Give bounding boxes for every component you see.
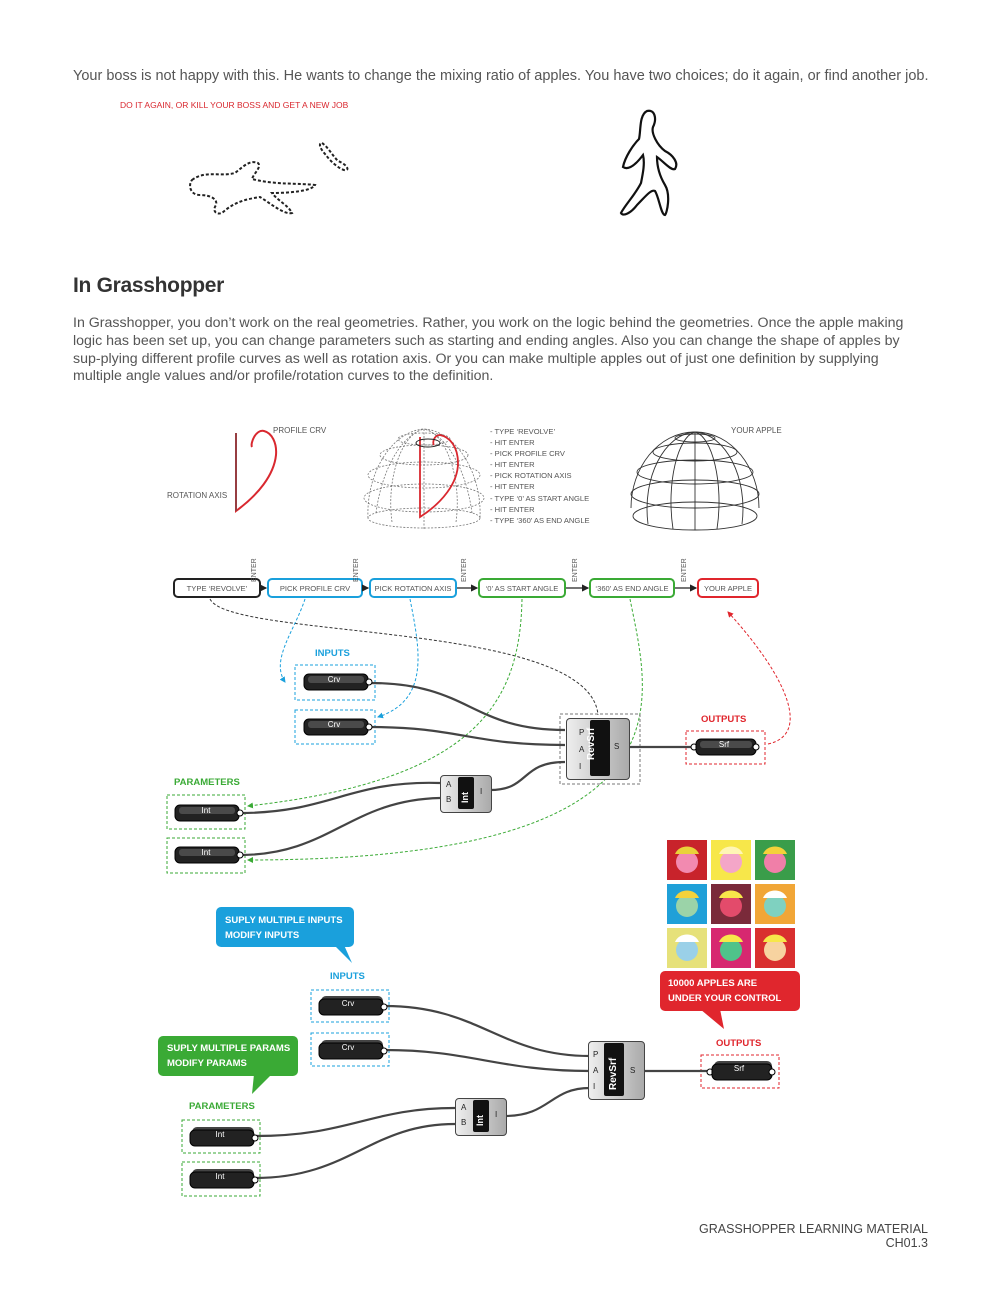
srf-param-label: Srf bbox=[718, 740, 730, 749]
revsrf-inputs: P A I bbox=[593, 1047, 598, 1095]
port-a[interactable]: A bbox=[446, 780, 452, 789]
step-line: - TYPE ‘360’ AS END ANGLE bbox=[490, 515, 590, 525]
rotation-axis-label: ROTATION AXIS bbox=[167, 491, 228, 500]
int-inputs: A B bbox=[461, 1100, 466, 1130]
inputs-label: INPUTS bbox=[315, 648, 350, 659]
body-outline-illustration bbox=[189, 141, 349, 215]
int-inputs: A B bbox=[446, 777, 451, 807]
flow-box-end-angle: ‘360’ AS END ANGLE bbox=[589, 578, 675, 598]
profile-curve-drawing bbox=[235, 429, 278, 513]
port-p[interactable]: P bbox=[579, 728, 585, 737]
inputs-label-2: INPUTS bbox=[330, 971, 365, 982]
int-param-component[interactable] bbox=[174, 846, 244, 866]
srf-param-label: Srf bbox=[733, 1064, 745, 1073]
bubble-line: MODIFY INPUTS bbox=[225, 930, 300, 941]
revsrf-title-bar bbox=[590, 720, 610, 776]
revsrf-label: RevSrf bbox=[608, 1057, 619, 1090]
port-s[interactable]: S bbox=[614, 742, 620, 751]
parameters-label: PARAMETERS bbox=[174, 777, 240, 788]
step-line: - PICK PROFILE CRV bbox=[490, 449, 565, 459]
pop-art-grid bbox=[667, 840, 795, 968]
bubble-line: SUPLY MULTIPLE INPUTS bbox=[225, 915, 343, 926]
crv-param-component[interactable] bbox=[303, 718, 373, 738]
int-param-component[interactable] bbox=[189, 1169, 261, 1191]
int-title-bar bbox=[458, 777, 474, 809]
red-speech-bubble bbox=[660, 971, 800, 1029]
int-component-label: Int bbox=[460, 792, 470, 803]
step-line: - HIT ENTER bbox=[490, 482, 535, 492]
port-a[interactable]: A bbox=[579, 745, 585, 754]
pop-art-image bbox=[667, 840, 795, 968]
srf-param-component[interactable] bbox=[690, 738, 760, 758]
crv-param-label: Crv bbox=[341, 1043, 355, 1052]
int-param-label: Int bbox=[201, 848, 211, 857]
revsrf-inputs: P A I bbox=[579, 724, 584, 775]
your-apple-label: YOUR APPLE bbox=[731, 426, 782, 435]
port-b[interactable]: B bbox=[446, 795, 452, 804]
step-line: - HIT ENTER bbox=[490, 460, 535, 470]
bubble-line: UNDER YOUR CONTROL bbox=[668, 993, 782, 1004]
bubble-line: SUPLY MULTIPLE PARAMS bbox=[167, 1043, 291, 1054]
crv-param-label: Crv bbox=[341, 999, 355, 1008]
port-a[interactable]: A bbox=[461, 1103, 467, 1112]
green-bubble-text: SUPLY MULTIPLE PARAMS MODIFY PARAMS bbox=[167, 1041, 290, 1071]
parameters-label-2: PARAMETERS bbox=[189, 1101, 255, 1112]
red-note: DO IT AGAIN, OR KILL YOUR BOSS AND GET A… bbox=[120, 100, 349, 110]
flow-box-pick-axis: PICK ROTATION AXIS bbox=[369, 578, 457, 598]
port-i[interactable]: I bbox=[579, 762, 582, 771]
port-p[interactable]: P bbox=[593, 1050, 599, 1059]
revolve-wire-sphere bbox=[363, 428, 485, 529]
crv-param-component[interactable] bbox=[303, 673, 373, 693]
green-speech-bubble bbox=[158, 1036, 298, 1094]
section-heading: In Grasshopper bbox=[73, 274, 225, 297]
port-i[interactable]: I bbox=[593, 1082, 596, 1091]
port-a[interactable]: A bbox=[593, 1066, 599, 1075]
blue-speech-bubble bbox=[216, 907, 354, 963]
footer: GRASSHOPPER LEARNING MATERIAL CH01.3 bbox=[699, 1222, 928, 1250]
crv-param-component[interactable] bbox=[318, 1040, 390, 1062]
int-component-label: Int bbox=[475, 1115, 485, 1126]
outputs-label-2: OUTPUTS bbox=[716, 1038, 762, 1049]
int-title-bar bbox=[473, 1100, 489, 1132]
flow-box-start-angle: ‘0’ AS START ANGLE bbox=[478, 578, 566, 598]
port-s[interactable]: S bbox=[630, 1066, 636, 1075]
bubble-line: MODIFY PARAMS bbox=[167, 1058, 247, 1069]
blue-bubble-text: SUPLY MULTIPLE INPUTS MODIFY INPUTS bbox=[225, 913, 343, 943]
srf-param-component[interactable] bbox=[706, 1061, 778, 1083]
crv-param-label: Crv bbox=[327, 675, 341, 684]
port-i[interactable]: I bbox=[495, 1110, 498, 1119]
revolve-steps: - TYPE ‘REVOLVE’ - HIT ENTER - PICK PROF… bbox=[490, 426, 590, 526]
int-param-label: Int bbox=[201, 806, 211, 815]
footer-title: GRASSHOPPER LEARNING MATERIAL bbox=[699, 1222, 928, 1236]
outputs-label: OUTPUTS bbox=[701, 714, 747, 725]
revsrf-label: RevSrf bbox=[586, 727, 597, 760]
revsrf-title-bar bbox=[604, 1043, 624, 1096]
port-i[interactable]: I bbox=[480, 787, 483, 796]
int-param-component[interactable] bbox=[189, 1127, 261, 1149]
walking-figure-illustration bbox=[619, 109, 678, 217]
crv-param-component[interactable] bbox=[318, 996, 390, 1018]
step-line: - TYPE ‘0’ AS START ANGLE bbox=[490, 493, 590, 503]
int-param-label: Int bbox=[215, 1172, 225, 1181]
step-line: - TYPE ‘REVOLVE’ bbox=[490, 427, 556, 436]
intro-text: Your boss is not happy with this. He wan… bbox=[73, 68, 929, 84]
step-line: - HIT ENTER bbox=[490, 438, 535, 448]
port-b[interactable]: B bbox=[461, 1118, 467, 1127]
bubble-line: 10000 APPLES ARE bbox=[668, 978, 758, 989]
int-param-label: Int bbox=[215, 1130, 225, 1139]
flow-box-your-apple: YOUR APPLE bbox=[697, 578, 759, 598]
section-paragraph: In Grasshopper, you don’t work on the re… bbox=[73, 315, 904, 385]
int-param-component[interactable] bbox=[174, 804, 244, 824]
footer-chapter: CH01.3 bbox=[885, 1236, 928, 1250]
step-line: - PICK ROTATION AXIS bbox=[490, 471, 572, 481]
step-line: - HIT ENTER bbox=[490, 504, 535, 514]
red-bubble-text: 10000 APPLES ARE UNDER YOUR CONTROL bbox=[668, 976, 781, 1006]
profile-crv-label: PROFILE CRV bbox=[273, 426, 327, 435]
crv-param-label: Crv bbox=[327, 720, 341, 729]
apple-wire-sphere bbox=[630, 431, 760, 531]
